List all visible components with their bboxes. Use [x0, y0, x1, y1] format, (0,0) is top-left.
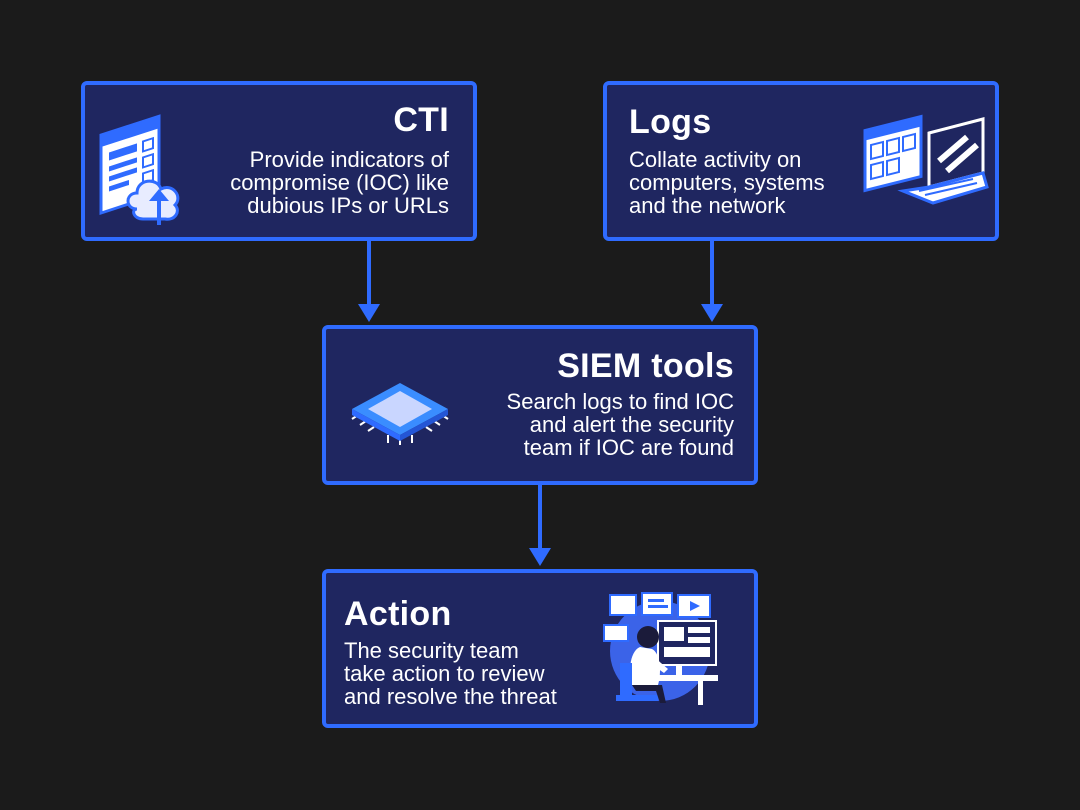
chip-icon [348, 377, 452, 452]
analyst-desk-icon [602, 591, 722, 714]
node-title: SIEM tools [557, 347, 734, 385]
arrow-cti-to-siem [367, 241, 371, 305]
node-description: Provide indicators of compromise (IOC) l… [230, 147, 449, 218]
arrow-siem-to-action [538, 485, 542, 549]
arrow-logs-to-siem [710, 241, 714, 305]
action-node: Action The security team take action to … [322, 569, 758, 728]
arrowhead-logs-to-siem [701, 304, 723, 322]
node-description: The security team take action to review … [344, 638, 557, 709]
arrowhead-siem-to-action [529, 548, 551, 566]
cti-node: CTI Provide indicators of compromise (IO… [81, 81, 477, 241]
node-title: CTI [393, 101, 449, 139]
node-description: Search logs to find IOC and alert the se… [506, 389, 734, 460]
siem-node: SIEM tools Search logs to find IOC and a… [322, 325, 758, 485]
node-description: Collate activity on computers, systems a… [629, 147, 825, 218]
node-title: Action [344, 595, 452, 633]
logs-node: Logs Collate activity on computers, syst… [603, 81, 999, 241]
laptop-windows-icon [863, 91, 991, 224]
browser-cloud-upload-icon [95, 97, 195, 232]
node-title: Logs [629, 103, 712, 141]
arrowhead-cti-to-siem [358, 304, 380, 322]
